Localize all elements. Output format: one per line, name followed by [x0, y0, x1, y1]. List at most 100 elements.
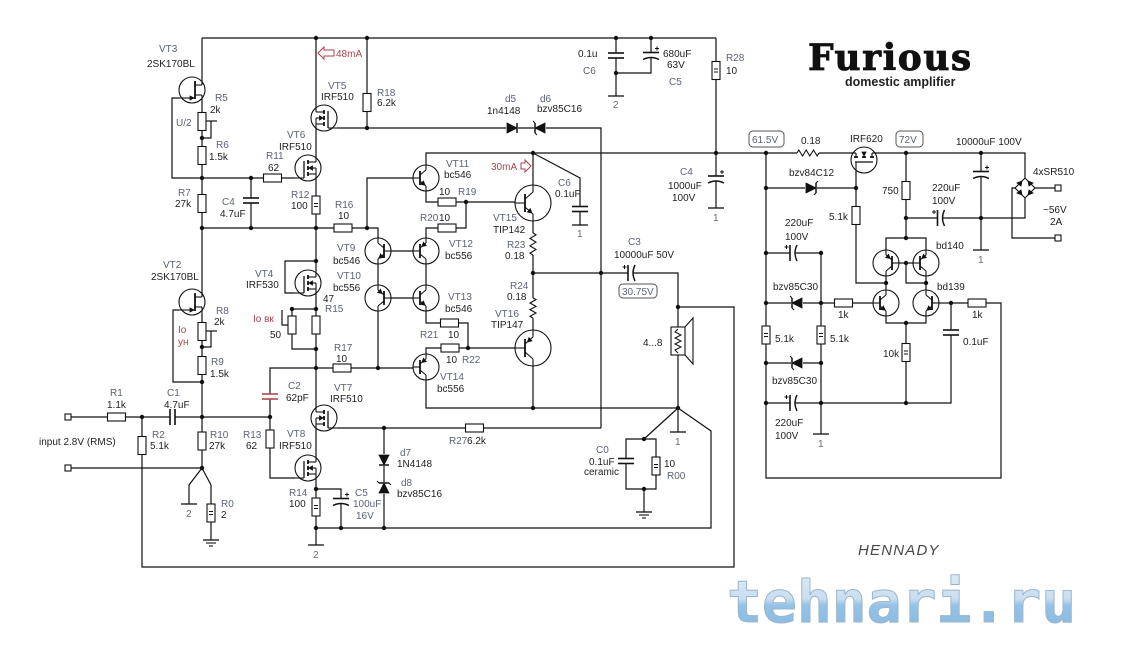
capacitor-plate	[707, 180, 725, 184]
wire	[188, 467, 203, 504]
resistor-r15-symbol	[311, 315, 321, 335]
c4-input-value: 4.7uF	[220, 209, 246, 220]
junction-dot	[313, 346, 319, 352]
r6-value: 1.5k	[209, 152, 229, 163]
junction-dot	[465, 345, 471, 351]
psu-cbottom-voltage: 100V	[775, 431, 799, 442]
r27-value: 6.2k	[467, 436, 487, 447]
transistor-body	[178, 288, 206, 316]
vt8-ref: VT8	[287, 429, 306, 440]
resistor-r2-symbol	[137, 435, 147, 456]
ac-terminal	[1054, 184, 1062, 192]
r13-value: 62	[246, 441, 258, 452]
wire-mask	[938, 209, 943, 227]
junction-dot	[903, 215, 909, 221]
resistor-body	[711, 60, 721, 81]
c3-value: 10000uF 50V	[614, 250, 674, 261]
r9-value: 1.5k	[210, 369, 230, 380]
c5-supply-value: 680uF	[663, 49, 691, 60]
diode-d8-symbol	[376, 480, 392, 494]
r19-ref: R19	[458, 187, 477, 198]
psu-resistor-base-right-symbol	[967, 298, 987, 308]
input-ground-terminal	[64, 464, 72, 472]
vt5-ref: VT5	[328, 81, 347, 92]
wire	[425, 191, 515, 203]
wire	[337, 127, 602, 428]
psu-rbase-right-value: 1k	[972, 310, 984, 321]
vt14-ref: VT14	[440, 372, 464, 383]
arrow-outline	[317, 45, 335, 61]
vt15-ref: VT15	[493, 213, 517, 224]
symbol-stroke	[879, 294, 887, 301]
resistor-body	[332, 363, 352, 373]
r7-ref: R7	[178, 188, 191, 199]
ground-label: 2	[613, 100, 619, 111]
r1-value: 1.1k	[107, 400, 127, 411]
resistor-r8-symbol	[197, 321, 207, 342]
junction-dot	[613, 35, 619, 41]
arrow-head	[879, 305, 886, 311]
r19-value: 10	[439, 187, 451, 198]
symbol-stroke	[534, 132, 538, 136]
capacitor-plate	[941, 209, 946, 227]
arrow-head	[419, 180, 426, 186]
psu-ac-current: 2A	[1050, 217, 1063, 228]
arrow-head	[506, 122, 518, 134]
wire	[202, 331, 212, 348]
resistor-r7-symbol	[197, 193, 207, 214]
symbol-stroke	[388, 482, 392, 486]
terminal-pad	[64, 413, 72, 421]
junction-dot	[763, 250, 769, 256]
vt7-part: IRF510	[330, 394, 363, 405]
resistor-r17-symbol	[332, 363, 352, 373]
resistor-body	[106, 412, 127, 422]
symbol-stroke	[919, 265, 927, 272]
symbol-stroke	[789, 295, 793, 299]
r10-value: 27k	[209, 441, 226, 452]
capacitor-c4-input-symbol	[242, 197, 260, 204]
vt3-ref: VT3	[159, 44, 178, 55]
junction-dot	[763, 150, 769, 156]
transistor-vt15-symbol	[514, 184, 552, 222]
r0-value: 2	[221, 510, 227, 521]
c4-supply-ref: C4	[680, 167, 693, 178]
watermark: tehnari.ru	[727, 568, 1076, 636]
symbol-stroke	[377, 242, 385, 249]
wire	[425, 152, 1026, 178]
resistor-bias-trim-symbol	[287, 315, 297, 335]
vt3-part: 2SK170BL	[147, 59, 195, 70]
r9-ref: R9	[211, 357, 224, 368]
transistor-vt5-symbol	[310, 104, 338, 132]
resistor-body	[311, 315, 321, 335]
psu-resistor-div-left-symbol	[761, 325, 771, 345]
resistor-r20-symbol	[437, 223, 457, 233]
arrow-head	[376, 288, 383, 295]
capacitor-plate	[794, 394, 798, 412]
current-arrow-30ma	[520, 158, 532, 174]
psu-resistor-tail-symbol	[901, 342, 911, 363]
psu-cbottom-value: 220uF	[775, 418, 803, 429]
resistor-body	[816, 325, 826, 345]
wire	[284, 260, 316, 294]
wire	[766, 303, 952, 404]
arrow-head	[791, 357, 803, 369]
capacitor-plate	[972, 175, 990, 180]
r16-value: 10	[338, 211, 350, 222]
arrow-head	[526, 207, 533, 214]
psu-bridge-part: 4xSR510	[1033, 167, 1075, 178]
transistor-vt6-symbol	[294, 154, 322, 182]
author-label: HENNADY	[858, 542, 940, 559]
psu-cbypass-value: 220uF	[932, 183, 960, 194]
wire-mask	[642, 53, 660, 58]
psu-npn-part: bd139	[937, 282, 965, 293]
capacitor-plate	[332, 502, 350, 507]
subtitle: domestic amplifier	[845, 75, 956, 89]
r28-value: 10	[726, 66, 738, 77]
symbol-stroke	[377, 300, 385, 307]
wire	[202, 227, 379, 238]
capacitor-plate	[642, 56, 660, 61]
arrow-head	[189, 95, 195, 101]
wire	[425, 347, 515, 354]
psu-ctop-value: 220uF	[785, 218, 813, 229]
